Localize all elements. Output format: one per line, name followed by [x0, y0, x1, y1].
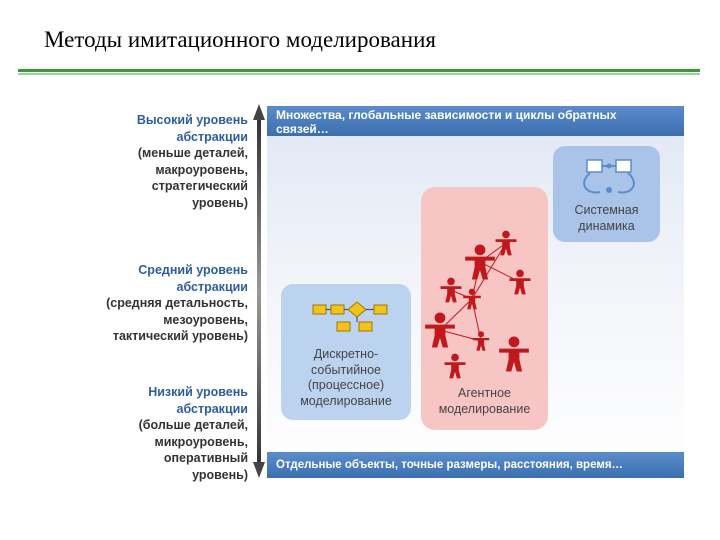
- agent-figures: [425, 230, 531, 379]
- agent-icon: [463, 288, 481, 310]
- top-band: [267, 106, 684, 136]
- abstraction-axis: [253, 104, 265, 478]
- top-band-text: Множества, глобальные зависимости и цикл…: [276, 108, 617, 136]
- agent-icon: [509, 269, 531, 295]
- agent-icon: [495, 230, 517, 256]
- stock-flow-icon: [583, 159, 635, 194]
- agent-link: [471, 242, 507, 300]
- process-flow-icon: [312, 301, 388, 332]
- agent-icon: [472, 331, 490, 351]
- bottom-band: [267, 452, 684, 478]
- discrete-event-box: [281, 284, 411, 420]
- agent-icon: [425, 312, 455, 348]
- agent-icon: [465, 244, 495, 280]
- level-low-label: Низкий уровень абстракции (больше детале…: [138, 385, 248, 482]
- level-high-label: Высокий уровень абстракции (меньше детал…: [136, 113, 248, 210]
- page-title: Методы имитационного моделирования: [44, 27, 436, 52]
- title-underline: [18, 69, 700, 72]
- title-underline-light: [18, 73, 700, 75]
- agent-icon: [440, 277, 462, 303]
- bottom-band-text: Отдельные объекты, точные размеры, расст…: [276, 459, 624, 471]
- system-dynamics-box: [553, 146, 660, 242]
- agent-icon: [444, 353, 466, 379]
- discrete-event-label: Дискретно-событийное (процессное)моделир…: [300, 347, 392, 408]
- level-medium-label: Средний уровень абстракции (средняя дета…: [106, 263, 248, 343]
- agent-icon: [499, 336, 529, 372]
